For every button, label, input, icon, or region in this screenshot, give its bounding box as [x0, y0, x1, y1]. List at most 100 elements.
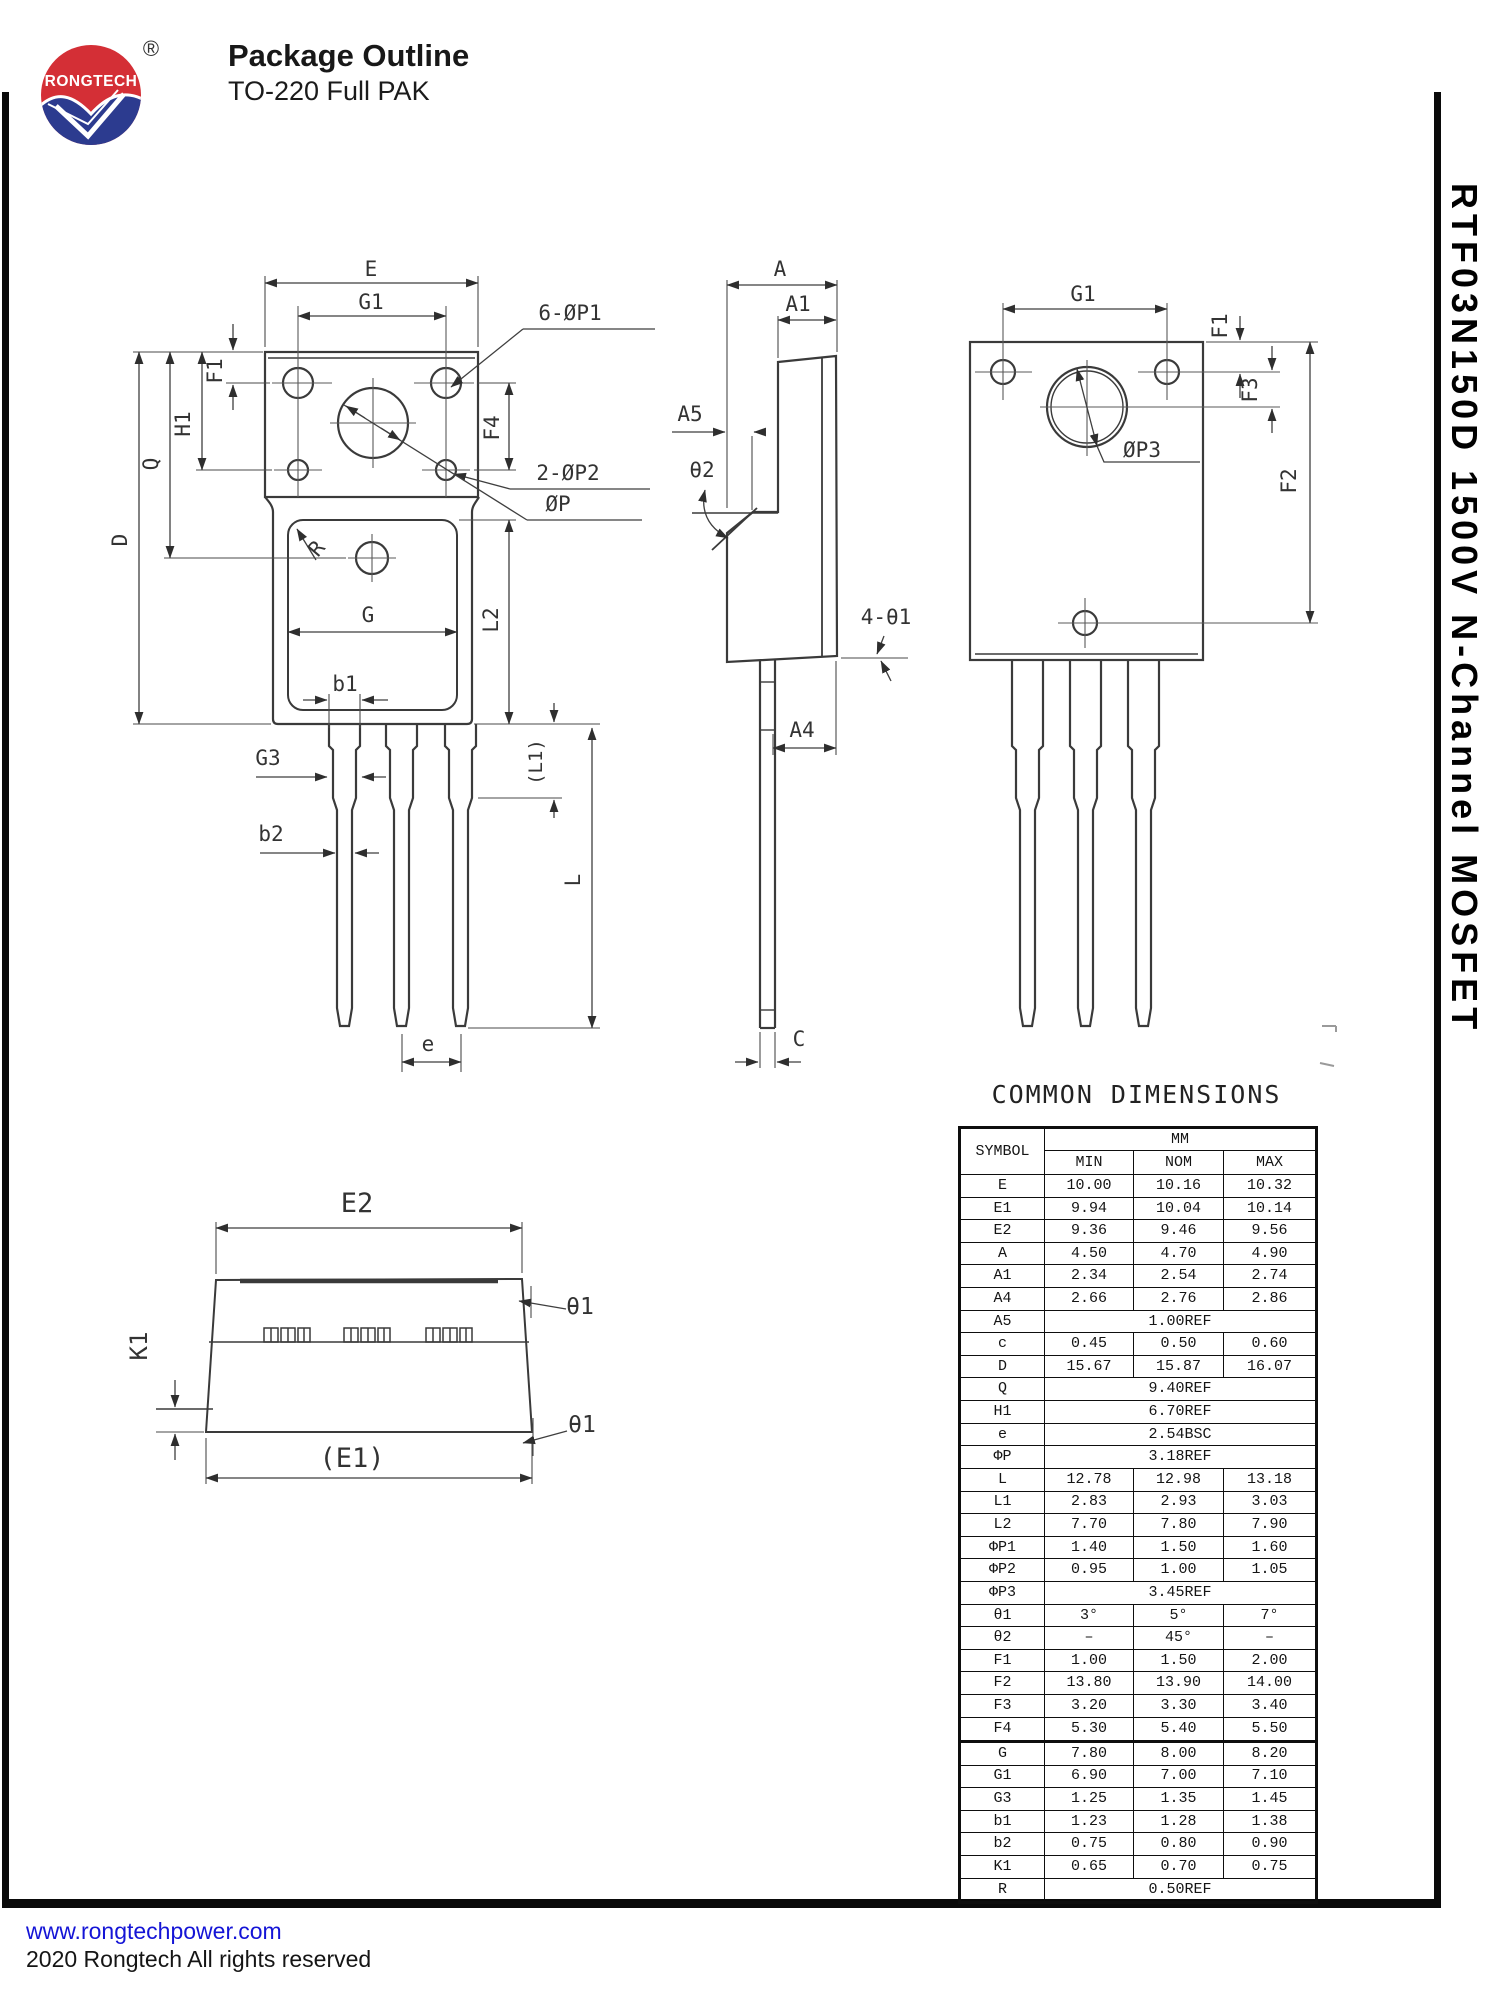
symbol-cell: ΦP2 [959, 1558, 1045, 1582]
dim-label: G [362, 603, 375, 627]
symbol-cell: Q [959, 1377, 1045, 1402]
value-cell: 7° [1223, 1603, 1317, 1628]
value-cell: 7.80 [1044, 1739, 1134, 1766]
front-view [263, 350, 480, 1028]
value-cell: 4.70 [1133, 1241, 1224, 1266]
value-cell: 9.46 [1133, 1219, 1224, 1243]
value-cell: 7.10 [1223, 1764, 1317, 1789]
value-cell: 15.87 [1133, 1354, 1224, 1379]
value-cell: 1.35 [1133, 1787, 1224, 1811]
footer-url-link[interactable]: www.rongtechpower.com [26, 1918, 282, 1944]
value-cell: 7.70 [1044, 1513, 1134, 1537]
symbol-cell: H1 [959, 1400, 1045, 1424]
value-cell: 5.50 [1223, 1716, 1317, 1742]
scan-artifacts [1319, 1025, 1337, 1067]
common-dimensions-title: COMMON DIMENSIONS [991, 1080, 1282, 1109]
value-cell: 2.86 [1223, 1287, 1317, 1311]
dim-label: 6-ØP1 [538, 301, 601, 325]
page-border-right [1434, 92, 1441, 1908]
value-cell: 0.45 [1044, 1332, 1134, 1356]
symbol-cell: ΦP1 [959, 1535, 1045, 1560]
dim-label: F3 [1238, 377, 1262, 402]
value-cell: 1.23 [1044, 1809, 1134, 1834]
value-cell: 14.00 [1223, 1671, 1317, 1696]
value-cell: 0.75 [1044, 1832, 1134, 1856]
dim-label: A1 [785, 292, 810, 316]
value-cell: 0.90 [1223, 1832, 1317, 1856]
symbol-cell: E2 [959, 1219, 1045, 1243]
value-cell: 12.78 [1044, 1467, 1134, 1492]
col-header-nom: NOM [1133, 1150, 1224, 1175]
value-cell: 0.80 [1133, 1832, 1224, 1856]
value-cell-span: 9.40REF [1044, 1377, 1317, 1402]
value-cell: 3° [1044, 1603, 1134, 1628]
value-cell: 10.14 [1223, 1196, 1317, 1221]
value-cell: 2.00 [1223, 1648, 1317, 1673]
value-cell: 12.98 [1133, 1467, 1224, 1492]
value-cell: 2.93 [1133, 1490, 1224, 1515]
value-cell: 0.50 [1133, 1332, 1224, 1356]
symbol-cell: D [959, 1354, 1045, 1379]
dim-label: ØP [545, 492, 570, 516]
side-dimensions [672, 280, 892, 1067]
value-cell: 9.94 [1044, 1196, 1134, 1221]
page-border-bottom [2, 1899, 1441, 1908]
value-cell: 45° [1133, 1626, 1224, 1650]
back-dimensions [1002, 304, 1315, 624]
value-cell: 13.80 [1044, 1671, 1134, 1696]
registered-mark: ® [143, 36, 159, 61]
symbol-cell: F4 [959, 1716, 1045, 1742]
dim-label: θ1 [568, 1412, 596, 1438]
symbol-cell: L2 [959, 1513, 1045, 1537]
logo: RONGTECH ® [28, 34, 188, 156]
footer-copyright: 2020 Rongtech All rights reserved [26, 1946, 372, 1972]
side-extension-lines [726, 280, 908, 1068]
logo-text: RONGTECH [45, 73, 138, 90]
dim-label: F1 [203, 358, 227, 383]
value-cell: 1.38 [1223, 1809, 1317, 1834]
value-cell: 13.90 [1133, 1671, 1224, 1696]
value-cell: 0.65 [1044, 1855, 1134, 1879]
dim-label: 4-θ1 [861, 605, 912, 629]
value-cell: 13.18 [1223, 1467, 1317, 1492]
value-cell-span: 2.54BSC [1044, 1422, 1317, 1447]
symbol-cell: F2 [959, 1671, 1045, 1696]
symbol-cell: ΦP3 [959, 1580, 1045, 1605]
symbol-cell: c [959, 1332, 1045, 1356]
value-cell: 15.67 [1044, 1354, 1134, 1379]
dim-label: H1 [171, 411, 195, 436]
value-cell: 3.03 [1223, 1490, 1317, 1515]
value-cell: 1.25 [1044, 1787, 1134, 1811]
dim-label: F1 [1208, 313, 1232, 338]
value-cell: 7.90 [1223, 1513, 1317, 1537]
dim-label: b2 [258, 822, 283, 846]
col-header-min: MIN [1044, 1150, 1134, 1175]
value-cell: 5.40 [1133, 1716, 1224, 1742]
dim-label: Q [139, 458, 163, 471]
dim-label: G1 [1070, 282, 1095, 306]
symbol-cell: L [959, 1467, 1045, 1492]
value-cell: 1.05 [1223, 1558, 1317, 1582]
value-cell: 4.50 [1044, 1241, 1134, 1266]
dim-label: L [561, 874, 585, 887]
symbol-cell: E1 [959, 1196, 1045, 1221]
value-cell: 2.76 [1133, 1287, 1224, 1311]
value-cell: 9.36 [1044, 1219, 1134, 1243]
dim-label: F4 [480, 415, 504, 440]
front-dimensions [134, 278, 655, 1067]
page-title: Package Outline [228, 38, 470, 73]
